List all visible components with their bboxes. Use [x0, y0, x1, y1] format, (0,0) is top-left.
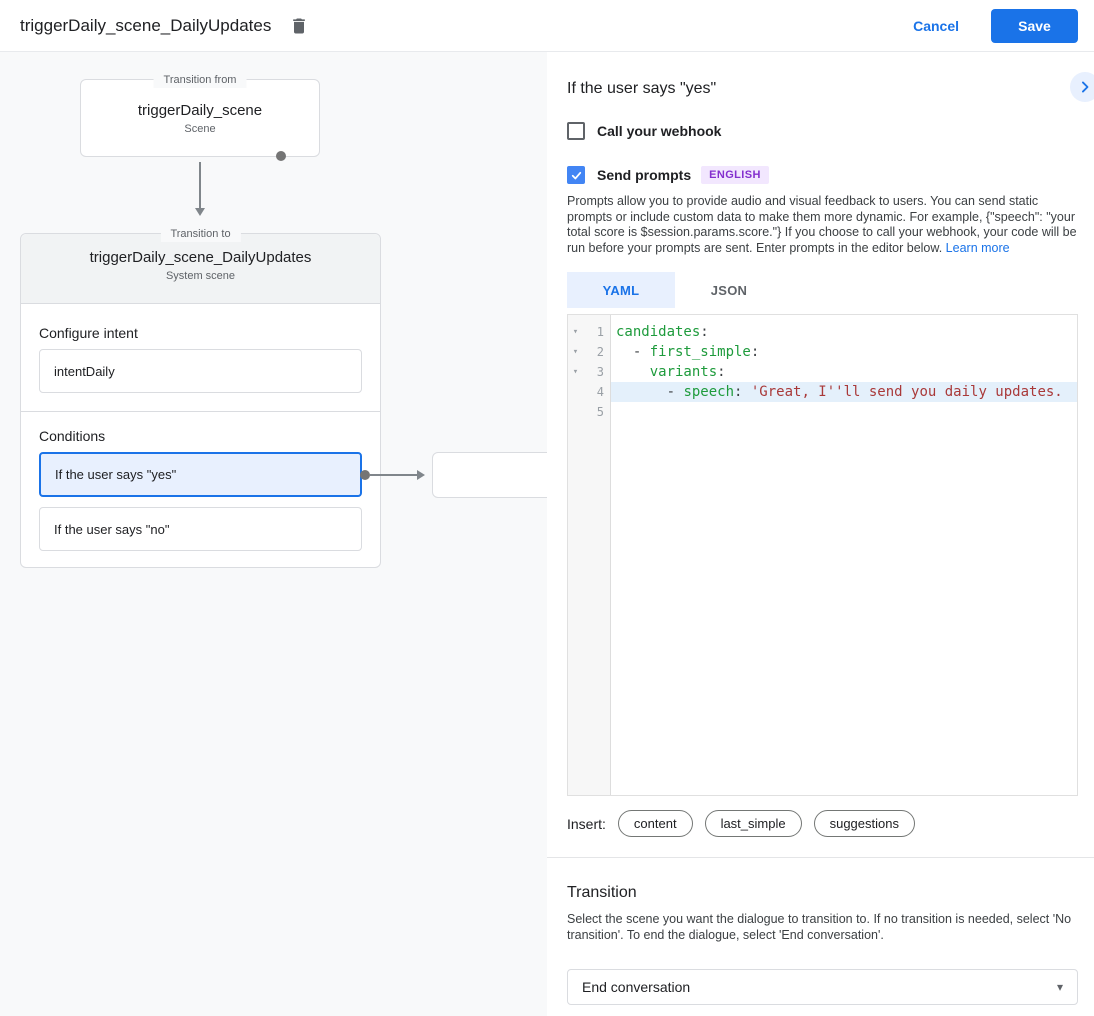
- transition-select-value: End conversation: [582, 979, 691, 995]
- transition-description: Select the scene you want the dialogue t…: [567, 912, 1072, 942]
- to-scene-type: System scene: [165, 270, 236, 282]
- trash-icon: [289, 16, 309, 36]
- send-prompts-checkbox[interactable]: [567, 166, 585, 184]
- code-line[interactable]: - first_simple:: [611, 342, 1077, 362]
- prompts-description: Prompts allow you to provide audio and v…: [567, 194, 1078, 256]
- conditions-list: If the user says "yes" If the user says "…: [39, 452, 362, 551]
- code-token: :: [717, 364, 726, 380]
- condition-connector-dot: [360, 470, 370, 480]
- language-badge: ENGLISH: [701, 166, 769, 184]
- code-token: :: [700, 324, 709, 340]
- code-token: -: [616, 344, 650, 360]
- transition-select[interactable]: End conversation ▾: [567, 969, 1078, 1005]
- insert-chip-last_simple[interactable]: last_simple: [704, 810, 802, 837]
- transition-arrow-down: [195, 162, 205, 216]
- from-scene-type: Scene: [184, 123, 216, 135]
- transition-from-node[interactable]: Transition from triggerDaily_scene Scene: [80, 72, 320, 161]
- code-line[interactable]: variants:: [611, 362, 1077, 382]
- editor-code[interactable]: candidates: - first_simple: variants: - …: [611, 315, 1077, 795]
- intent-input[interactable]: [39, 349, 362, 393]
- chevron-right-icon: [1075, 77, 1094, 97]
- panel-title: If the user says "yes": [567, 80, 717, 97]
- transition-from-legend: Transition from: [153, 72, 247, 88]
- collapse-panel-button[interactable]: [1070, 72, 1094, 102]
- insert-chip-suggestions[interactable]: suggestions: [813, 810, 915, 837]
- code-line[interactable]: - speech: 'Great, I''ll send you daily u…: [611, 382, 1077, 402]
- send-prompts-row: Send prompts ENGLISH: [567, 166, 1078, 184]
- line-number: 1: [596, 325, 604, 339]
- prompt-code-editor: ▾ 1 ▾ 2 ▾ 3 4 5 candidates: - first_simple: var…: [567, 314, 1078, 796]
- code-token: speech: [683, 384, 735, 400]
- insert-row: Insert: content last_simple suggestions: [567, 810, 1078, 837]
- insert-label: Insert:: [567, 815, 606, 832]
- top-bar: triggerDaily_scene_DailyUpdates Cancel S…: [0, 0, 1094, 52]
- code-line[interactable]: candidates:: [611, 322, 1077, 342]
- code-token: first_simple: [649, 344, 751, 360]
- to-scene-name: triggerDaily_scene_DailyUpdates: [89, 249, 312, 266]
- configure-intent-label: Configure intent: [39, 325, 138, 341]
- transition-heading: Transition: [567, 884, 637, 901]
- line-number: 2: [596, 345, 604, 359]
- fold-arrow-icon[interactable]: ▾: [572, 327, 579, 337]
- section-divider: [547, 857, 1094, 858]
- checkmark-icon: [570, 169, 583, 182]
- webhook-row: Call your webhook: [567, 122, 1078, 140]
- conditions-label: Conditions: [39, 428, 106, 444]
- fold-arrow-icon[interactable]: ▾: [572, 347, 579, 357]
- code-token: -: [616, 384, 684, 400]
- from-scene-name: triggerDaily_scene: [137, 102, 263, 119]
- webhook-label: Call your webhook: [597, 123, 722, 139]
- page-title: triggerDaily_scene_DailyUpdates: [20, 15, 272, 35]
- to-node-header: triggerDaily_scene_DailyUpdates System s…: [21, 234, 380, 304]
- insert-chip-content[interactable]: content: [617, 810, 693, 837]
- insert-chips: content last_simple suggestions: [617, 810, 927, 837]
- dropdown-caret-icon: ▾: [1056, 980, 1063, 994]
- transition-to-node[interactable]: Transition to triggerDaily_scene_DailyUp…: [20, 226, 381, 568]
- line-number: 5: [596, 405, 604, 419]
- line-number: 4: [596, 385, 604, 399]
- tab-yaml[interactable]: YAML: [567, 272, 675, 308]
- code-token: :: [750, 344, 760, 360]
- code-line[interactable]: [611, 402, 1077, 422]
- code-token: 'Great, I''ll send you daily updates.: [750, 384, 1063, 400]
- send-prompts-label: Send prompts: [597, 167, 692, 183]
- code-token: [616, 364, 650, 380]
- connector-dot: [276, 151, 286, 161]
- main-content: Transition from triggerDaily_scene Scene…: [0, 52, 1094, 1016]
- learn-more-link[interactable]: Learn more: [945, 240, 1010, 255]
- card-divider: [21, 411, 380, 412]
- save-button[interactable]: Save: [991, 8, 1078, 43]
- cancel-button[interactable]: Cancel: [913, 17, 959, 34]
- scene-diagram-panel: Transition from triggerDaily_scene Scene…: [0, 52, 547, 1016]
- transition-to-legend: Transition to: [160, 226, 241, 242]
- code-token: :: [734, 384, 751, 400]
- webhook-checkbox[interactable]: [567, 122, 585, 140]
- condition-detail-panel: If the user says "yes" Call your webhook…: [547, 52, 1094, 1016]
- tab-json[interactable]: JSON: [675, 272, 783, 308]
- condition-target-node[interactable]: [432, 452, 547, 498]
- code-token: candidates: [616, 324, 701, 340]
- condition-item[interactable]: If the user says "no": [39, 507, 362, 551]
- condition-item[interactable]: If the user says "yes": [39, 452, 362, 497]
- delete-button[interactable]: [289, 16, 309, 36]
- fold-arrow-icon[interactable]: ▾: [572, 367, 579, 377]
- editor-gutter: ▾ 1 ▾ 2 ▾ 3 4 5: [568, 315, 611, 795]
- code-token: variants: [649, 364, 718, 380]
- condition-arrow-right: [370, 470, 425, 480]
- prompts-description-text: Prompts allow you to provide audio and v…: [567, 194, 1077, 255]
- to-node-body: Configure intent Conditions If the user …: [21, 325, 380, 551]
- line-number: 3: [596, 365, 604, 379]
